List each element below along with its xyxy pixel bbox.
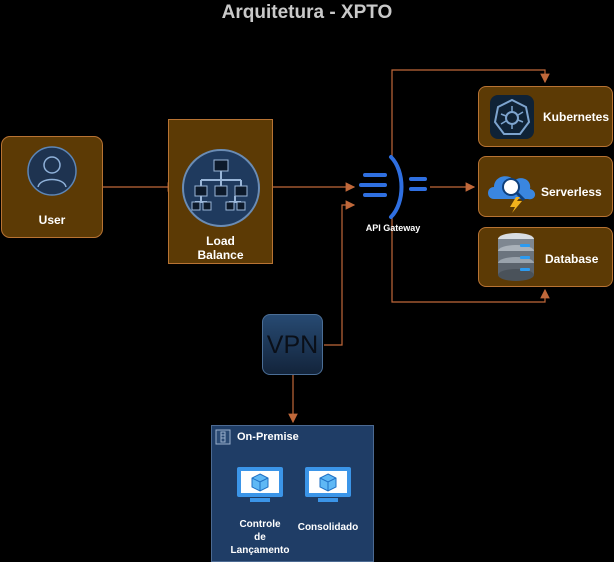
edge-gateway-database <box>391 215 550 303</box>
kubernetes-icon <box>490 95 534 139</box>
vpn-node[interactable]: VPN <box>262 314 323 375</box>
user-node[interactable]: User <box>1 136 103 238</box>
edge-gateway-kubernetes <box>391 69 550 160</box>
database-node[interactable]: Database <box>478 227 613 287</box>
database-label: Database <box>545 252 599 266</box>
api-gateway-label: API Gateway <box>365 223 421 233</box>
user-icon <box>27 146 77 196</box>
serverless-node[interactable]: Serverless <box>478 156 613 217</box>
load-balance-node[interactable]: Load Balance <box>168 119 273 264</box>
edge-vpn-gateway <box>324 200 356 346</box>
virtual-machine-icon <box>237 467 283 502</box>
serverless-icon <box>488 176 536 213</box>
user-label: User <box>38 213 66 227</box>
load-balance-label: Load Balance <box>197 234 244 262</box>
database-icon <box>498 233 534 281</box>
kubernetes-label: Kubernetes <box>543 110 610 124</box>
diagram-title: Arquitetura - XPTO <box>221 2 393 23</box>
consolidado-label: Consolidado <box>297 522 359 533</box>
on-premise-label: On-Premise <box>237 431 299 443</box>
load-balancer-icon <box>182 149 260 227</box>
controle-label: Controle de Lançamento <box>230 519 290 556</box>
server-icon <box>215 429 231 445</box>
vpn-label: VPN <box>266 331 319 359</box>
on-premise-group[interactable]: On-Premise Controle de Lançamento Consol… <box>211 425 374 562</box>
virtual-machine-icon <box>305 467 351 502</box>
kubernetes-node[interactable]: Kubernetes <box>478 86 613 147</box>
serverless-label: Serverless <box>541 185 602 199</box>
api-gateway-icon[interactable] <box>355 153 435 223</box>
